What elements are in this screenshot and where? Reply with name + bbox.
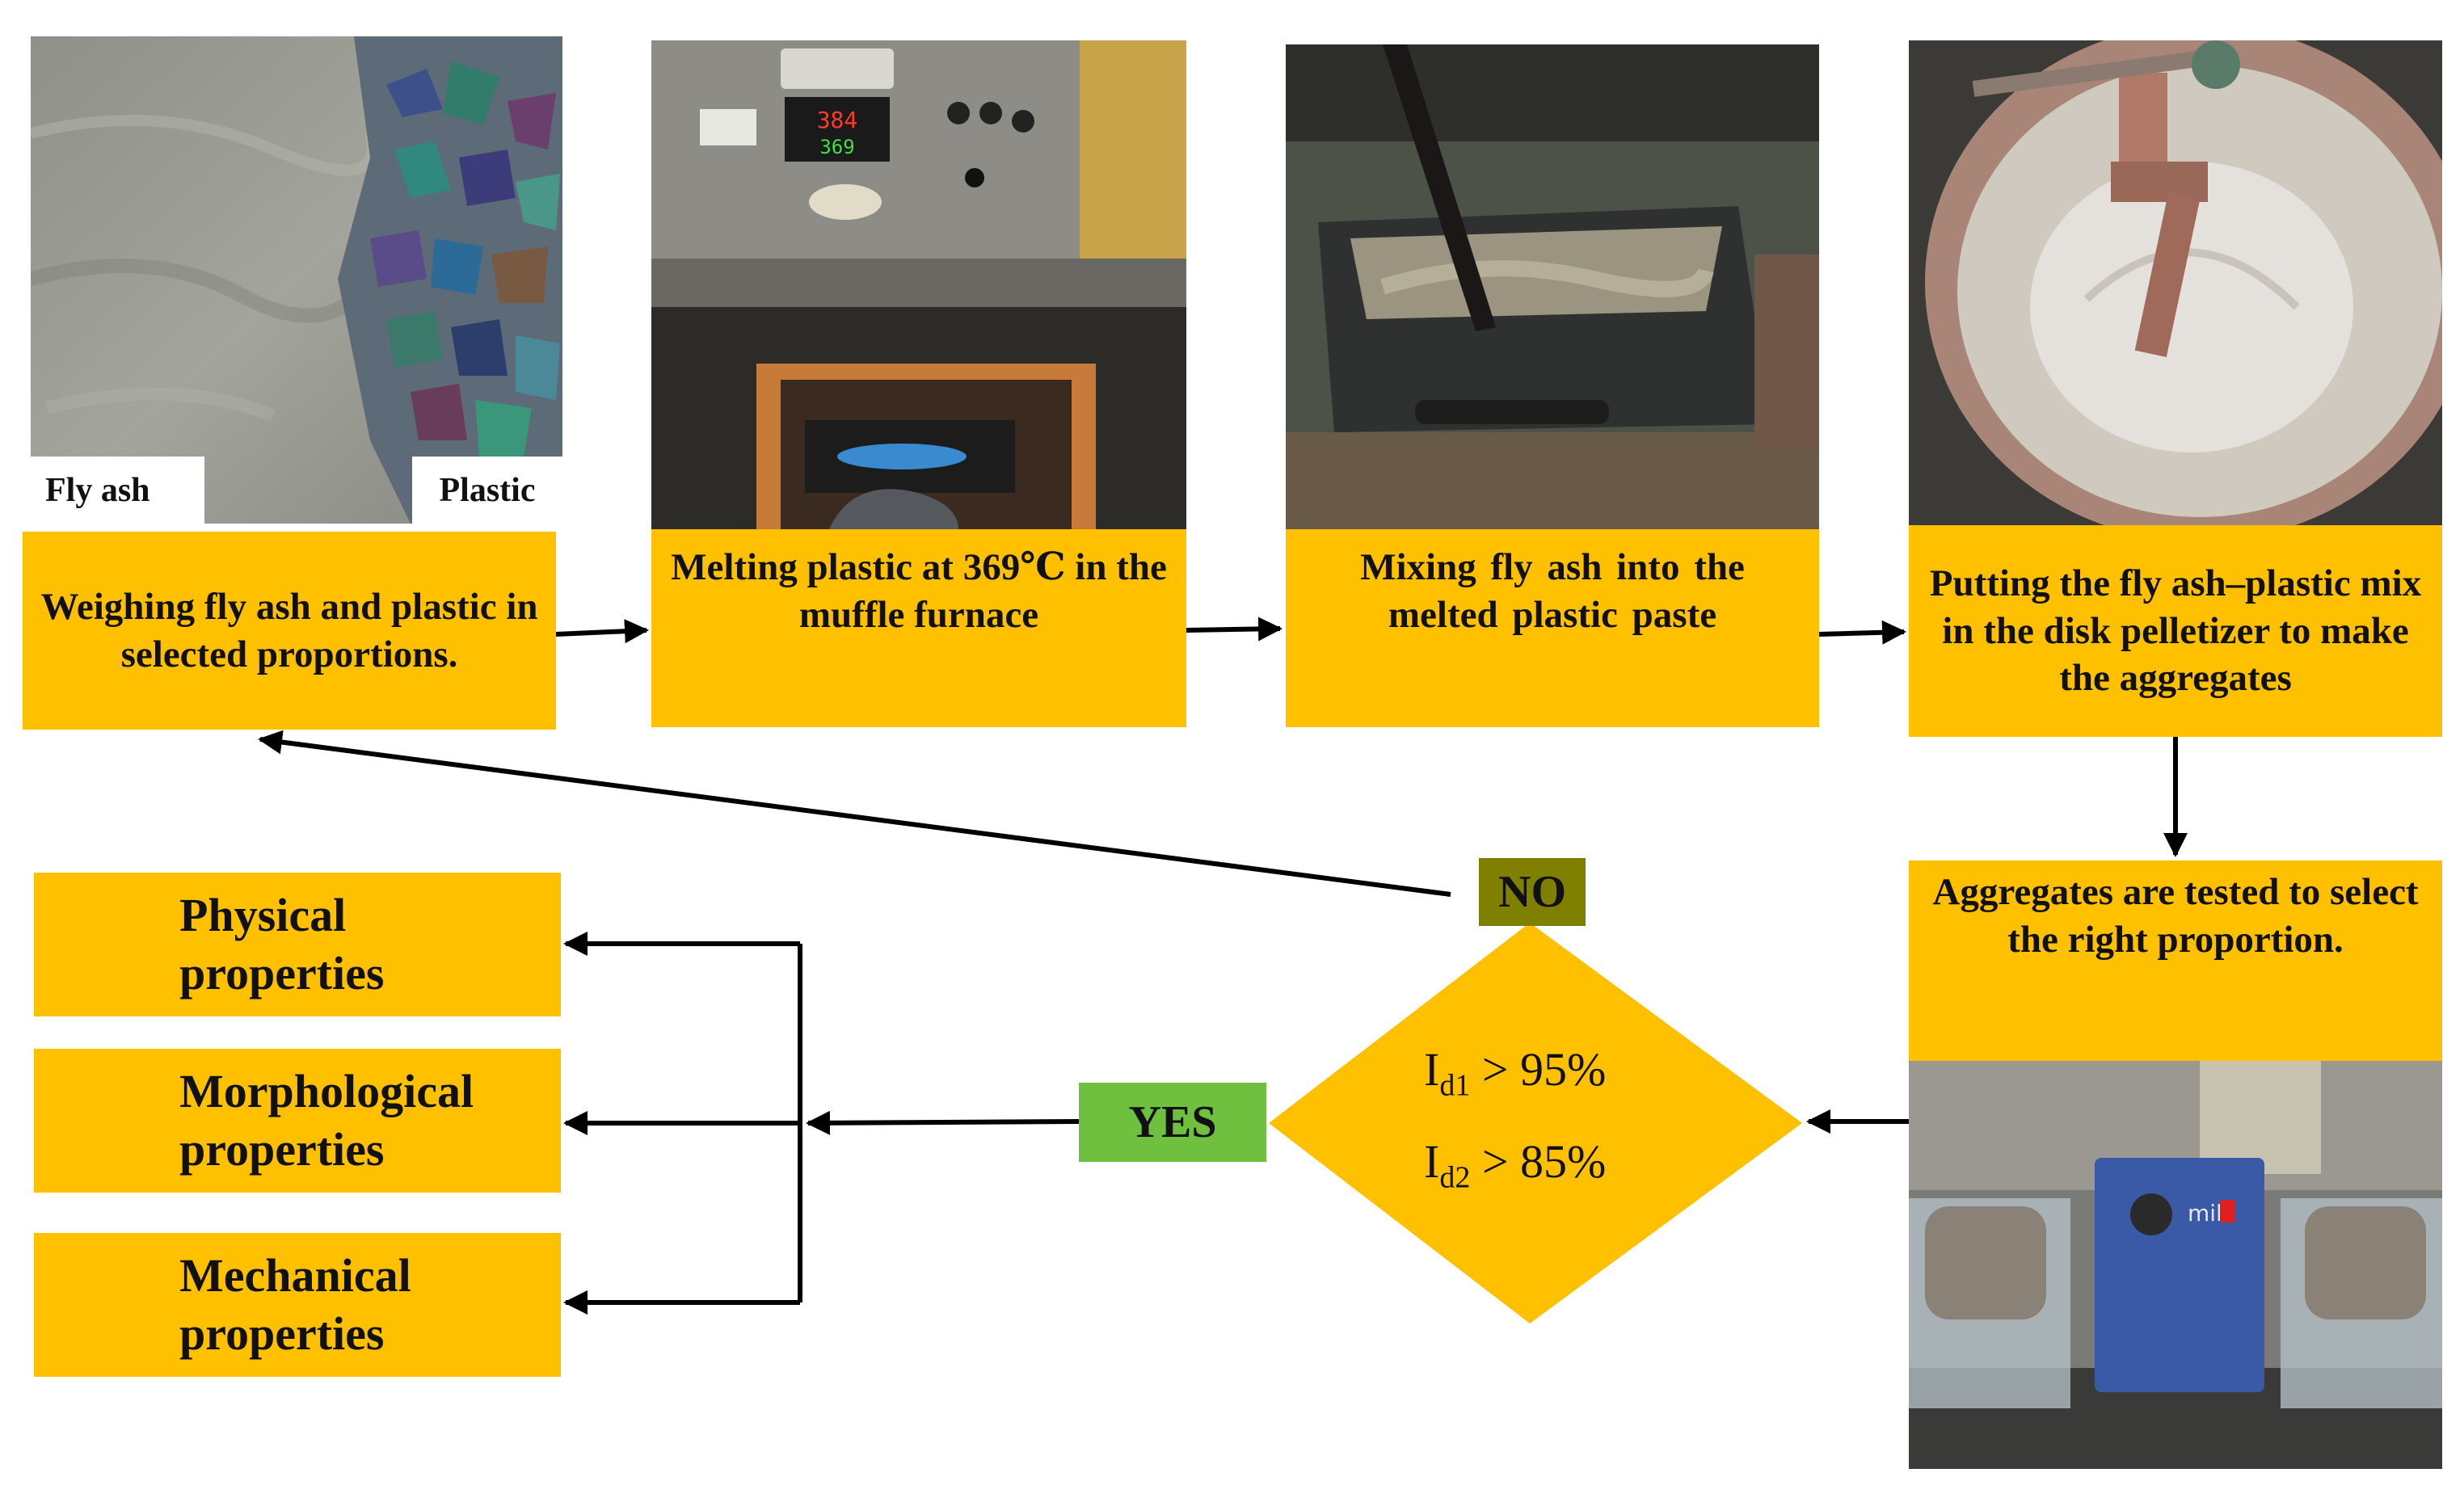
step-weigh: Weighing fly ash and plastic in selected… [23,532,556,730]
criterion-d2: Id2 > 85% [1424,1134,1607,1195]
step-weigh-text: Weighing fly ash and plastic in selected… [40,585,538,675]
step-pelletize-text: Putting the fly ash–plastic mix in the d… [1929,562,2422,700]
tester-label: mil [2188,1200,2222,1227]
photo-mixing [1286,44,1819,529]
step-melt-text: Melting plastic at 369℃ in the muffle fu… [671,546,1167,636]
step-test: Aggregates are tested to select the righ… [1909,861,2442,1061]
photo-abrasion-tester: mil [1909,1061,2442,1469]
arrow-no-to-weigh [258,730,1451,897]
output-physical-text: Physical properties [179,888,385,1000]
fly-ash-label: Fly ash [31,457,204,524]
step-test-text: Aggregates are tested to select the righ… [1932,871,2419,961]
criterion-d1: Id1 > 95% [1424,1043,1607,1103]
furnace-display-bottom: 369 [819,136,854,158]
arrow-mix-to-pelletize [1818,620,1906,645]
furnace-display-top: 384 [817,107,858,133]
photo-disk-pelletizer [1909,40,2442,525]
step-mix: Mixing fly ash into the melted plastic p… [1286,529,1819,727]
output-morphological-text: Morphological properties [179,1064,474,1176]
step-pelletize: Putting the fly ash–plastic mix in the d… [1909,525,2442,737]
photo-fly-ash-plastic [31,36,562,524]
arrow-melt-to-mix [1186,616,1283,642]
step-mix-text: Mixing fly ash into the melted plastic p… [1360,546,1745,636]
step-melt: Melting plastic at 369℃ in the muffle fu… [651,529,1186,727]
photo-muffle-furnace: 384 369 [651,40,1186,529]
yes-tag: YES [1079,1083,1266,1162]
output-mechanical-text: Mechanical properties [179,1248,411,1361]
arrow-yes-to-outputs [806,1110,1080,1135]
arrow-weigh-to-melt [555,619,649,644]
decision-criteria: Id1 > 95% Id2 > 85% [1424,1042,1606,1226]
plastic-label: Plastic [412,457,562,524]
output-morphological: Morphological properties [34,1049,561,1193]
no-tag: NO [1479,858,1586,926]
output-physical: Physical properties [34,873,561,1016]
output-mechanical: Mechanical properties [34,1233,561,1377]
